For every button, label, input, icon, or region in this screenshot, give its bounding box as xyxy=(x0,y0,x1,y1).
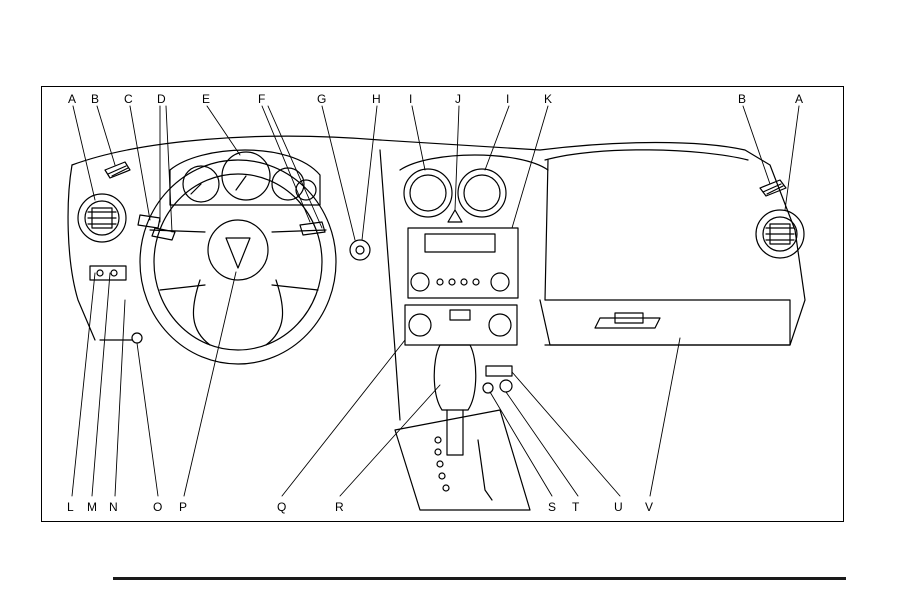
callout-d: D xyxy=(157,92,166,106)
leader-lines-top xyxy=(73,106,799,240)
callout-j: J xyxy=(455,92,461,106)
callout-b-right: B xyxy=(738,92,746,106)
dashboard-outline xyxy=(68,136,805,420)
callout-k: K xyxy=(544,92,552,106)
ignition-switch xyxy=(350,240,370,260)
callout-r: R xyxy=(335,500,344,514)
callout-q: Q xyxy=(277,500,286,514)
callout-c: C xyxy=(124,92,133,106)
callout-h: H xyxy=(372,92,381,106)
callout-f: F xyxy=(258,92,265,106)
callout-u: U xyxy=(614,500,623,514)
callout-i-right: I xyxy=(506,92,509,106)
callout-a-left: A xyxy=(68,92,76,106)
shift-lever xyxy=(395,345,530,510)
side-defrost-right xyxy=(760,180,786,196)
callout-e: E xyxy=(202,92,210,106)
callout-p: P xyxy=(179,500,187,514)
callout-i-left: I xyxy=(409,92,412,106)
glove-box xyxy=(545,300,790,345)
callout-a-right: A xyxy=(795,92,803,106)
instrument-cluster xyxy=(170,150,320,205)
right-air-vent xyxy=(756,210,804,258)
callout-g: G xyxy=(317,92,326,106)
left-air-vent xyxy=(78,194,126,242)
leader-lines-bottom xyxy=(72,272,680,496)
callouts-top: A B C D E F G H I J I K B A xyxy=(68,92,803,106)
side-defrost-left xyxy=(105,162,130,178)
center-stack xyxy=(404,169,518,345)
callout-v: V xyxy=(645,500,653,514)
wiper-stalk xyxy=(300,222,325,235)
callout-m: M xyxy=(87,500,97,514)
accessory-outlets xyxy=(483,366,512,393)
callouts-bottom: L M N O P Q R S T U V xyxy=(67,500,653,514)
callout-t: T xyxy=(572,500,580,514)
callout-s: S xyxy=(548,500,556,514)
callout-o: O xyxy=(153,500,162,514)
callout-l: L xyxy=(67,500,74,514)
callout-b-left: B xyxy=(91,92,99,106)
footer-rule xyxy=(113,577,846,580)
hood-release xyxy=(100,333,142,343)
callout-n: N xyxy=(109,500,118,514)
